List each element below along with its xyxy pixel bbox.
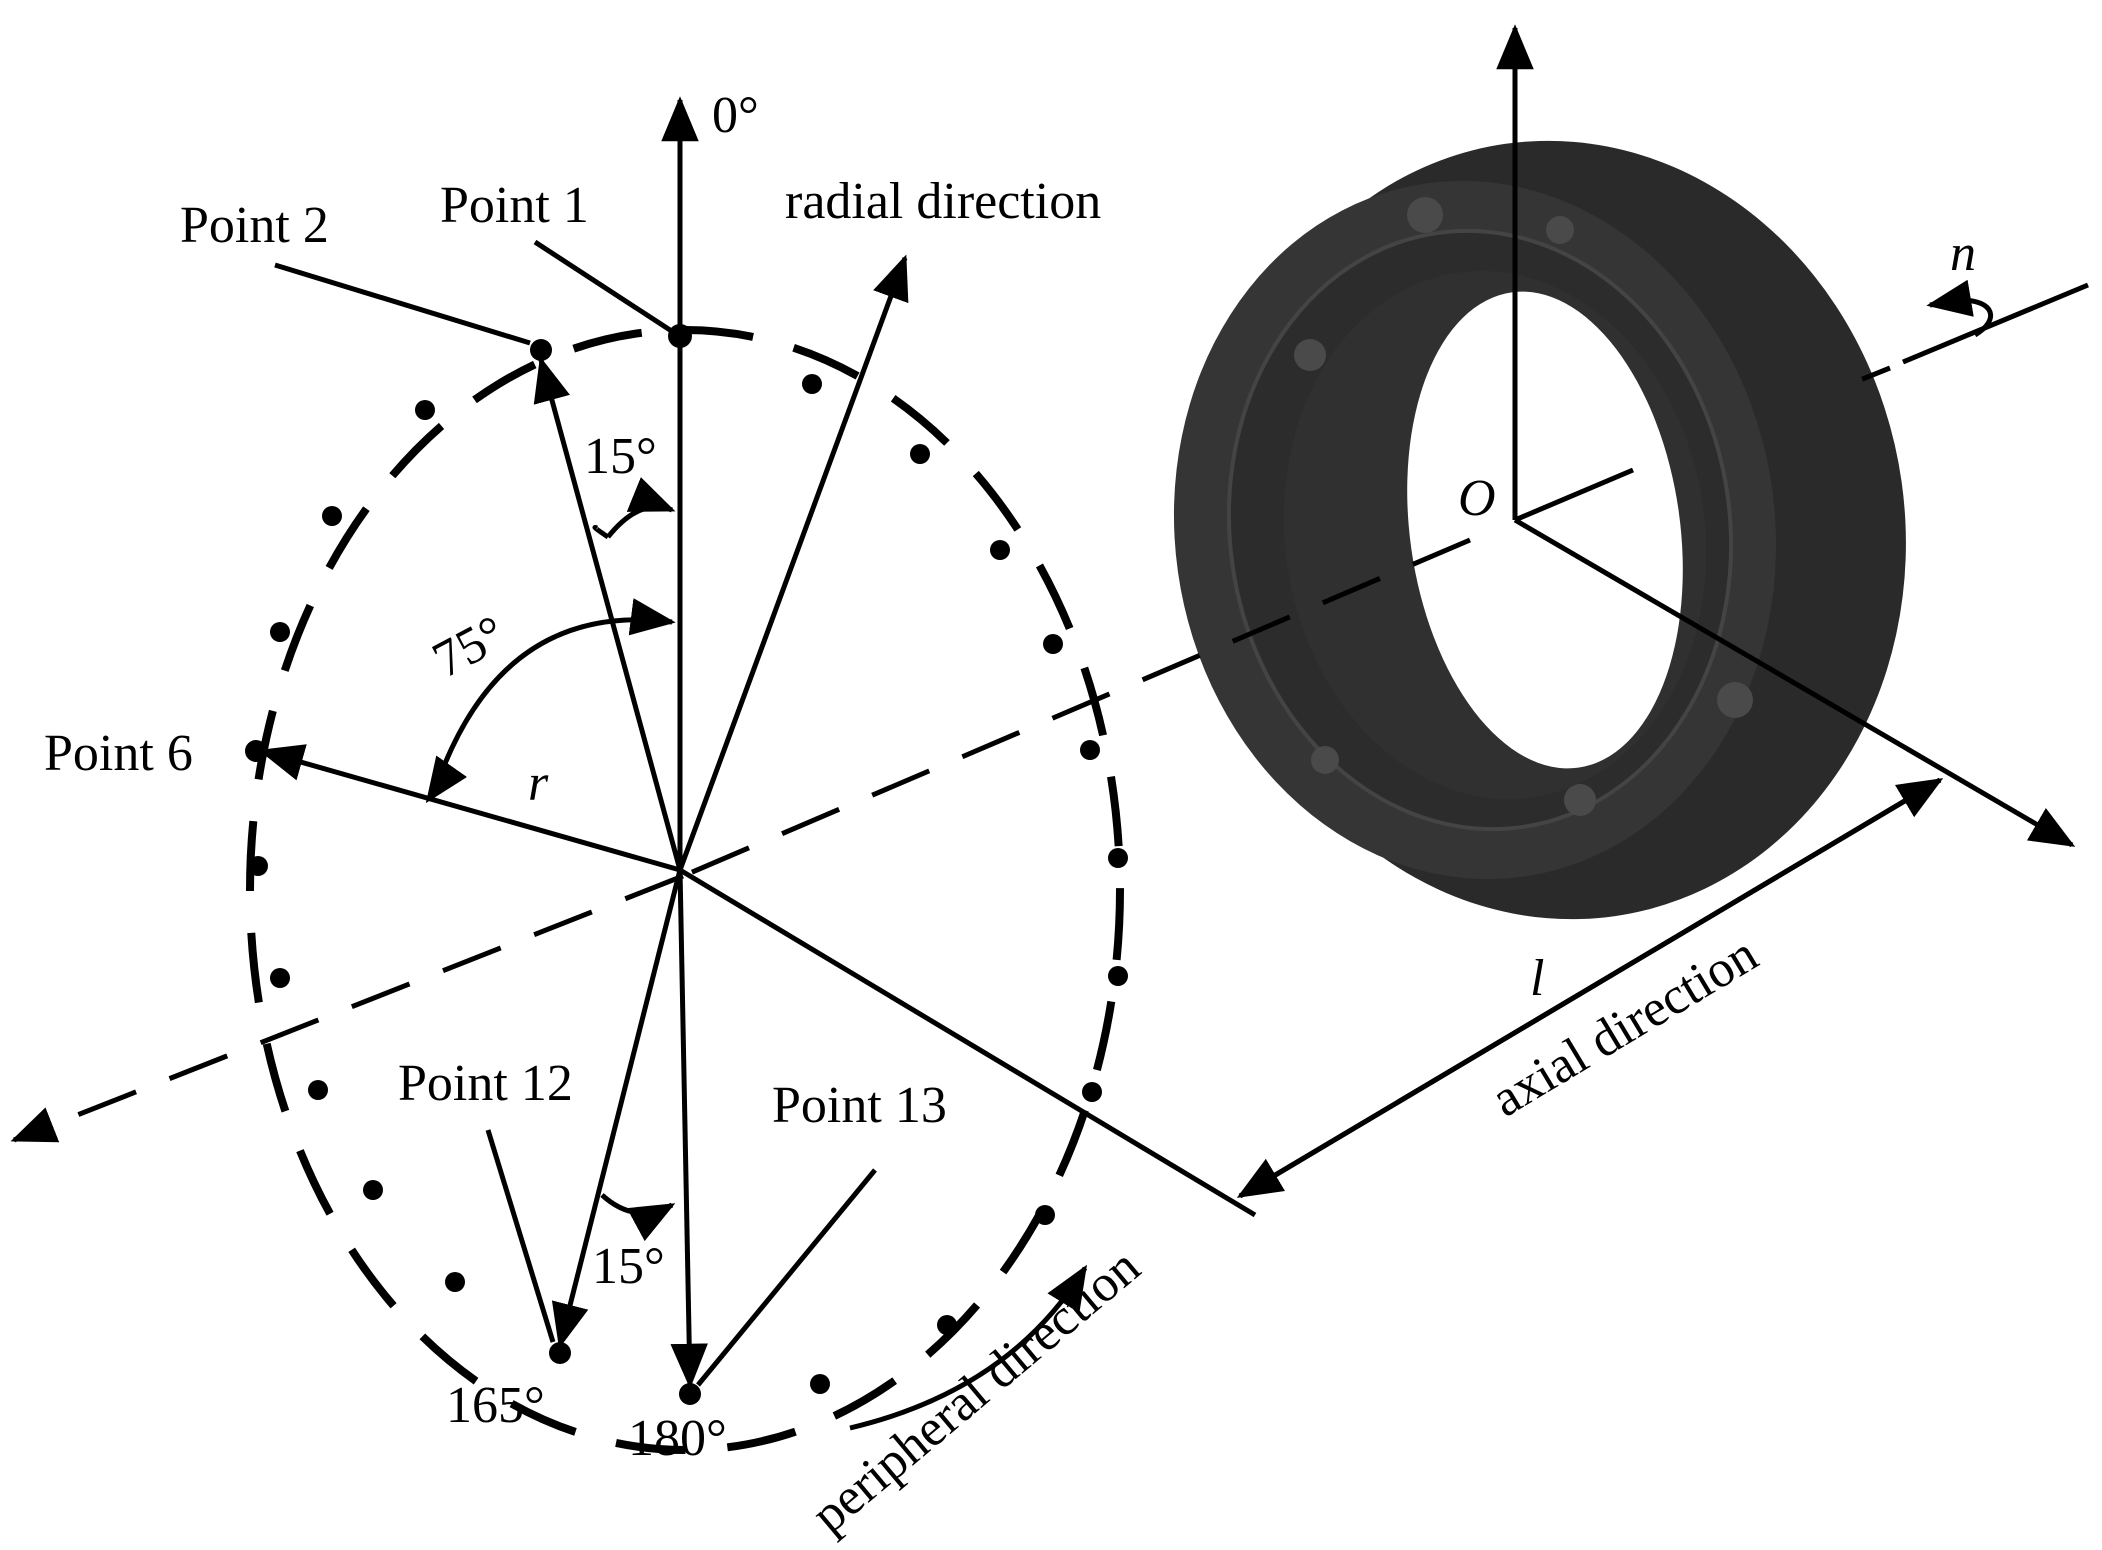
label-165deg: 165° [446, 1377, 545, 1434]
label-n: n [1950, 225, 1976, 282]
label-point-2: Point 2 [180, 197, 329, 254]
label-15deg-top: 15° [584, 428, 657, 485]
bearing-illustration [1173, 140, 1906, 920]
label-point-6: Point 6 [44, 725, 193, 782]
line-point-12 [551, 869, 683, 1349]
axial-length-arrow [1236, 777, 1944, 1199]
rotation-indicator [1926, 279, 1994, 338]
measurement-circle [246, 326, 1124, 1454]
line-point-2 [533, 356, 683, 871]
label-radial-direction: radial direction [785, 173, 1101, 230]
label-point-1: Point 1 [440, 177, 589, 234]
front-axis [1514, 467, 1634, 523]
horizontal-axis [1513, 517, 2076, 848]
label-point-13: Point 13 [772, 1077, 947, 1134]
line-point-6 [258, 744, 681, 873]
label-peripheral-direction: peripheral direction [801, 1238, 1151, 1544]
label-0deg: 0° [712, 87, 759, 144]
label-r: r [528, 755, 549, 812]
line-180deg [670, 869, 708, 1389]
peripheral-arrow [849, 1264, 1088, 1431]
label-180deg: 180° [628, 1410, 727, 1467]
leader-lines [274, 239, 877, 1387]
label-point-12: Point 12 [398, 1055, 573, 1112]
bearing-balls [1294, 197, 1753, 816]
label-l: l [1530, 950, 1544, 1007]
axial-axis [10, 537, 1471, 1143]
label-15deg-bottom: 15° [592, 1238, 665, 1295]
bearing-coordinate-axes [1496, 24, 2089, 848]
angle-arcs [425, 477, 676, 1242]
radial-lines [258, 96, 1257, 1389]
line-to-axial-end [678, 867, 1257, 1218]
radial-direction-arrow [677, 254, 909, 871]
label-origin-o: O [1458, 470, 1496, 527]
